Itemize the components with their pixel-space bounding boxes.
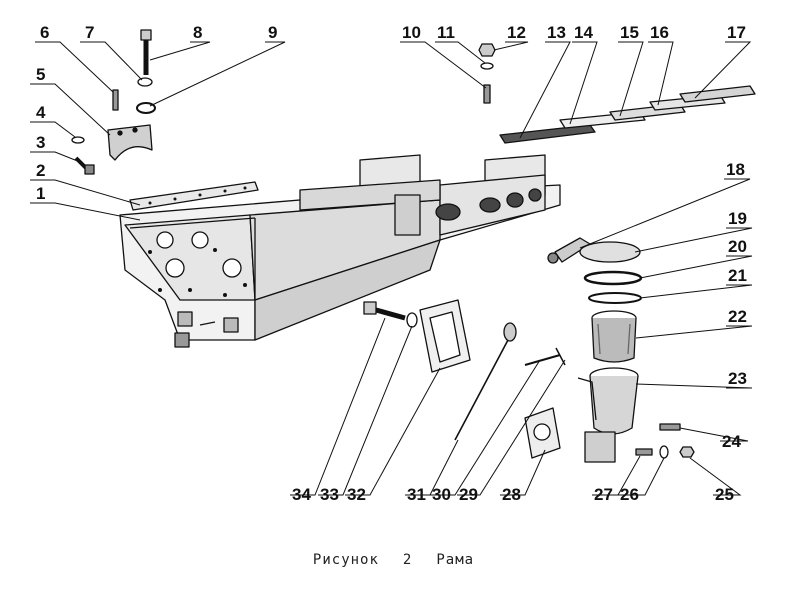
callout-4: 4 xyxy=(36,103,46,122)
callout-2: 2 xyxy=(36,161,45,180)
bolt-part-3 xyxy=(74,156,95,175)
filter-cup-part-22 xyxy=(591,310,637,363)
frame-body xyxy=(119,154,561,348)
callout-13: 13 xyxy=(547,23,566,42)
washer-part-33 xyxy=(406,312,418,328)
plate-part-17 xyxy=(679,85,756,103)
callout-25: 25 xyxy=(715,485,734,504)
dipstick-part-31 xyxy=(454,322,517,441)
callout-8: 8 xyxy=(193,23,202,42)
gasket-part-32 xyxy=(419,299,471,373)
callout-5: 5 xyxy=(36,65,45,84)
stud-part-24 xyxy=(659,423,681,431)
figure-caption: Рисунок 2 Рама xyxy=(0,552,787,568)
callout-29: 29 xyxy=(459,485,478,504)
circlip-part-21 xyxy=(588,292,642,304)
callout-17: 17 xyxy=(727,23,746,42)
callout-31: 31 xyxy=(407,485,426,504)
callout-16: 16 xyxy=(650,23,669,42)
washer-part-4 xyxy=(71,136,85,144)
callout-22: 22 xyxy=(728,307,747,326)
nut-part-25 xyxy=(679,446,695,458)
nut-part-12 xyxy=(478,43,496,57)
caption-number: 2 xyxy=(402,552,413,568)
callout-32: 32 xyxy=(347,485,366,504)
callout-19: 19 xyxy=(728,209,747,228)
callout-14: 14 xyxy=(574,23,593,42)
callout-10: 10 xyxy=(402,23,421,42)
callout-3: 3 xyxy=(36,133,45,152)
callout-18: 18 xyxy=(726,160,745,179)
callout-numbers: 1 2 3 4 5 6 7 8 9 10 11 12 13 14 15 16 1… xyxy=(36,23,747,504)
callout-28: 28 xyxy=(502,485,521,504)
callout-24: 24 xyxy=(722,432,741,451)
callout-34: 34 xyxy=(292,485,311,504)
callout-27: 27 xyxy=(594,485,613,504)
callout-33: 33 xyxy=(320,485,339,504)
callout-1: 1 xyxy=(36,184,45,203)
washer-part-26 xyxy=(659,445,669,459)
cap-part-19 xyxy=(579,241,641,263)
callout-20: 20 xyxy=(728,237,747,256)
bracket-part-5 xyxy=(107,124,153,161)
callout-6: 6 xyxy=(40,23,49,42)
caption-title: Рама xyxy=(436,552,475,568)
gasket-part-28 xyxy=(524,407,561,459)
callout-23: 23 xyxy=(728,369,747,388)
callout-21: 21 xyxy=(728,266,747,285)
washer-part-11 xyxy=(480,62,494,70)
spring-washer-part-7 xyxy=(137,77,153,87)
stud-part-10 xyxy=(483,84,491,104)
callout-9: 9 xyxy=(268,23,277,42)
mesh-plate-part-13 xyxy=(499,124,596,144)
pin-part-29 xyxy=(524,354,561,366)
callout-26: 26 xyxy=(620,485,639,504)
callout-11: 11 xyxy=(437,23,455,42)
stud-part-27 xyxy=(635,448,653,456)
bolt-part-8 xyxy=(140,29,152,75)
stud-part-6 xyxy=(112,89,119,111)
bolt-part-34 xyxy=(363,301,406,321)
callout-12: 12 xyxy=(507,23,526,42)
housing-part-23 xyxy=(577,367,639,463)
leader-lines xyxy=(30,41,753,496)
gasket-ring-part-20 xyxy=(583,270,643,286)
callout-30: 30 xyxy=(432,485,451,504)
caption-word: Рисунок xyxy=(312,552,379,568)
gasket-strip xyxy=(129,181,259,211)
callout-15: 15 xyxy=(620,23,639,42)
callout-7: 7 xyxy=(85,23,94,42)
